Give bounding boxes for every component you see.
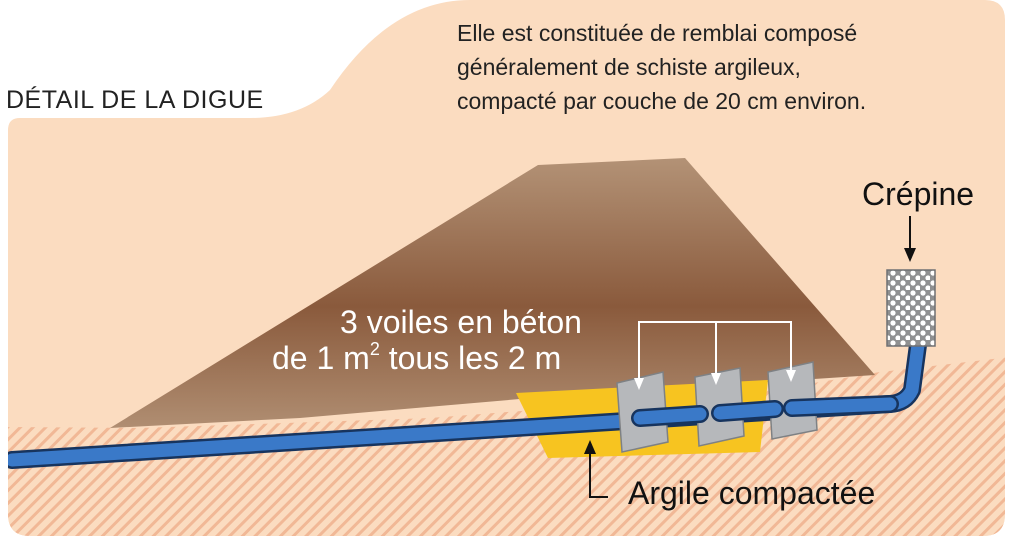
voiles-arrowheads [634,370,796,390]
crepine-arrow [904,216,916,262]
crepine-label: Crépine [862,176,974,212]
dike-body [110,158,875,428]
argile-arrow [584,440,608,498]
voiles-label-line-1: 3 voiles en béton [340,304,582,340]
voiles-bracket [638,321,792,380]
description-block: Elle est constituée de remblai composé g… [457,20,866,114]
description-line-1: Elle est constituée de remblai composé [457,20,857,46]
argile-label: Argile compactée [628,475,875,511]
diagram-title: DÉTAIL DE LA DIGUE [6,85,264,114]
description-line-3: compacté par couche de 20 cm environ. [457,88,866,114]
strainer-body [886,269,936,347]
voiles-label-line-2: de 1 m2 tous les 2 m [272,339,561,376]
pipe-through-walls [631,395,899,427]
description-line-2: généralement de schiste argileux, [457,54,801,80]
strainer [886,269,936,347]
